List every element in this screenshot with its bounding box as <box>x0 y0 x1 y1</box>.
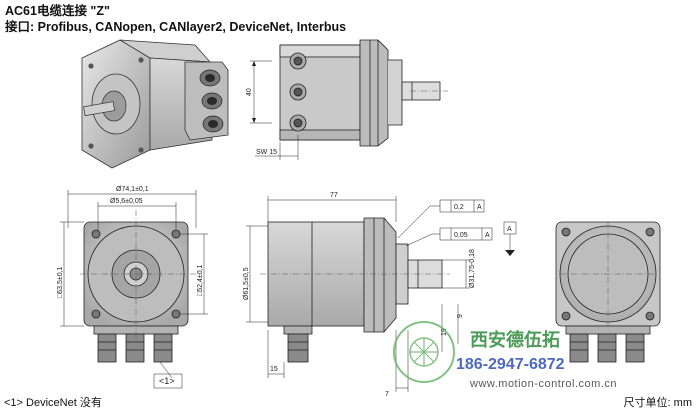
tolerance-ref-1: A <box>477 204 482 211</box>
tolerance-value-1: 0,2 <box>454 204 464 211</box>
cable-gland-icon <box>569 333 645 363</box>
cable-gland-icon <box>287 333 309 363</box>
diagram-subtitle: 接口: Profibus, CANopen, CANlayer2, Device… <box>5 20 347 34</box>
dim-square-52-4: □52,4±0,1 <box>197 264 204 296</box>
dim-40: 40 <box>246 88 253 96</box>
watermark-company: 西安德伍拓 <box>470 329 560 350</box>
dim-15: 15 <box>270 366 278 373</box>
dim-9: 9 <box>457 314 464 318</box>
callout-1: <1> <box>159 376 175 386</box>
watermark-phone: 186-2947-6872 <box>456 356 565 373</box>
tolerance-value-2: 0,05 <box>454 232 468 239</box>
dim-19: 19 <box>441 328 448 336</box>
encoder-3d-view <box>81 39 229 169</box>
diagram-title: AC61电缆连接 "Z" <box>5 4 110 18</box>
datum-label: A <box>507 226 512 233</box>
cable-gland-icon <box>199 69 224 133</box>
dim-diameter-31-75: Ø31,75-0,18 <box>469 249 476 288</box>
dim-77: 77 <box>330 192 338 199</box>
dim-diameter-61-5: Ø61,5±0,5 <box>243 267 250 300</box>
encoder-rear-view <box>555 221 661 363</box>
cable-gland-icon <box>97 333 173 363</box>
dim-7: 7 <box>385 391 389 398</box>
encoder-top-view <box>250 39 448 160</box>
watermark: 西安德伍拓 186-2947-6872 www.motion-control.c… <box>393 321 617 390</box>
footer-note: <1> DeviceNet 没有 <box>4 397 102 409</box>
dim-diameter-5-6: Ø5,6±0,05 <box>110 198 143 205</box>
tolerance-ref-2: A <box>485 232 490 239</box>
unit-note: 尺寸单位: mm <box>623 397 692 409</box>
watermark-logo-icon <box>393 321 455 383</box>
dim-square-63-5: □63,5±0,1 <box>57 266 64 298</box>
front-view-dimensions <box>60 190 208 389</box>
dim-sw15: SW 15 <box>256 149 277 156</box>
encoder-front-view <box>80 210 196 363</box>
encoder-side-view <box>260 217 450 363</box>
dim-diameter-74: Ø74,1±0,1 <box>116 186 149 193</box>
watermark-url: www.motion-control.com.cn <box>469 378 617 390</box>
